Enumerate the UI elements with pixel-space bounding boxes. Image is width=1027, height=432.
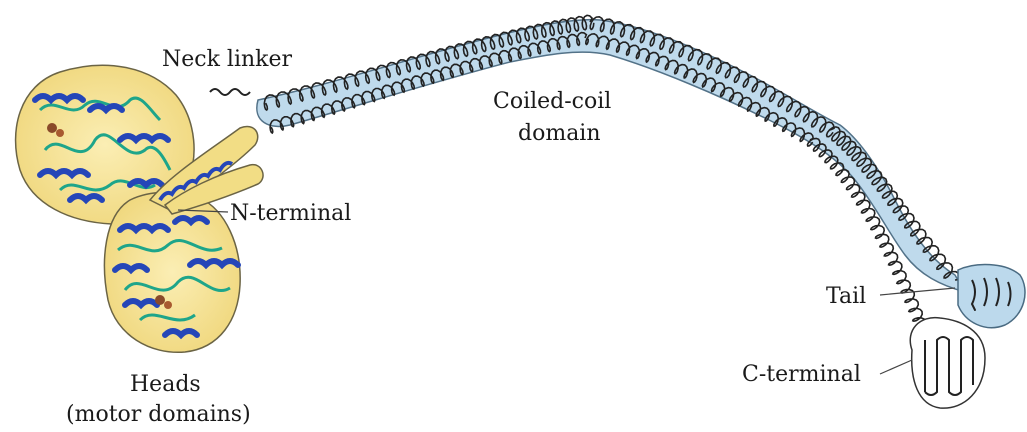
- coiled-coil-label-line1: Coiled-coil: [493, 89, 611, 114]
- c-terminal-domain: [910, 318, 985, 409]
- tail-label: Tail: [826, 284, 866, 309]
- heads-label-line1: Heads: [130, 372, 201, 397]
- neck-linker-label: Neck linker: [162, 47, 293, 72]
- heads-label-line2: (motor domains): [66, 402, 251, 427]
- n-terminal-label: N-terminal: [230, 201, 351, 226]
- lower-motor-head: [104, 192, 240, 352]
- tail-domain: [958, 265, 1025, 328]
- tail-leader: [880, 288, 955, 295]
- c-terminal-label: C-terminal: [742, 362, 861, 387]
- c-terminal-leader: [880, 360, 912, 374]
- coiled-coil-label-line2: domain: [518, 121, 601, 146]
- neck-linker-brace: [210, 89, 250, 95]
